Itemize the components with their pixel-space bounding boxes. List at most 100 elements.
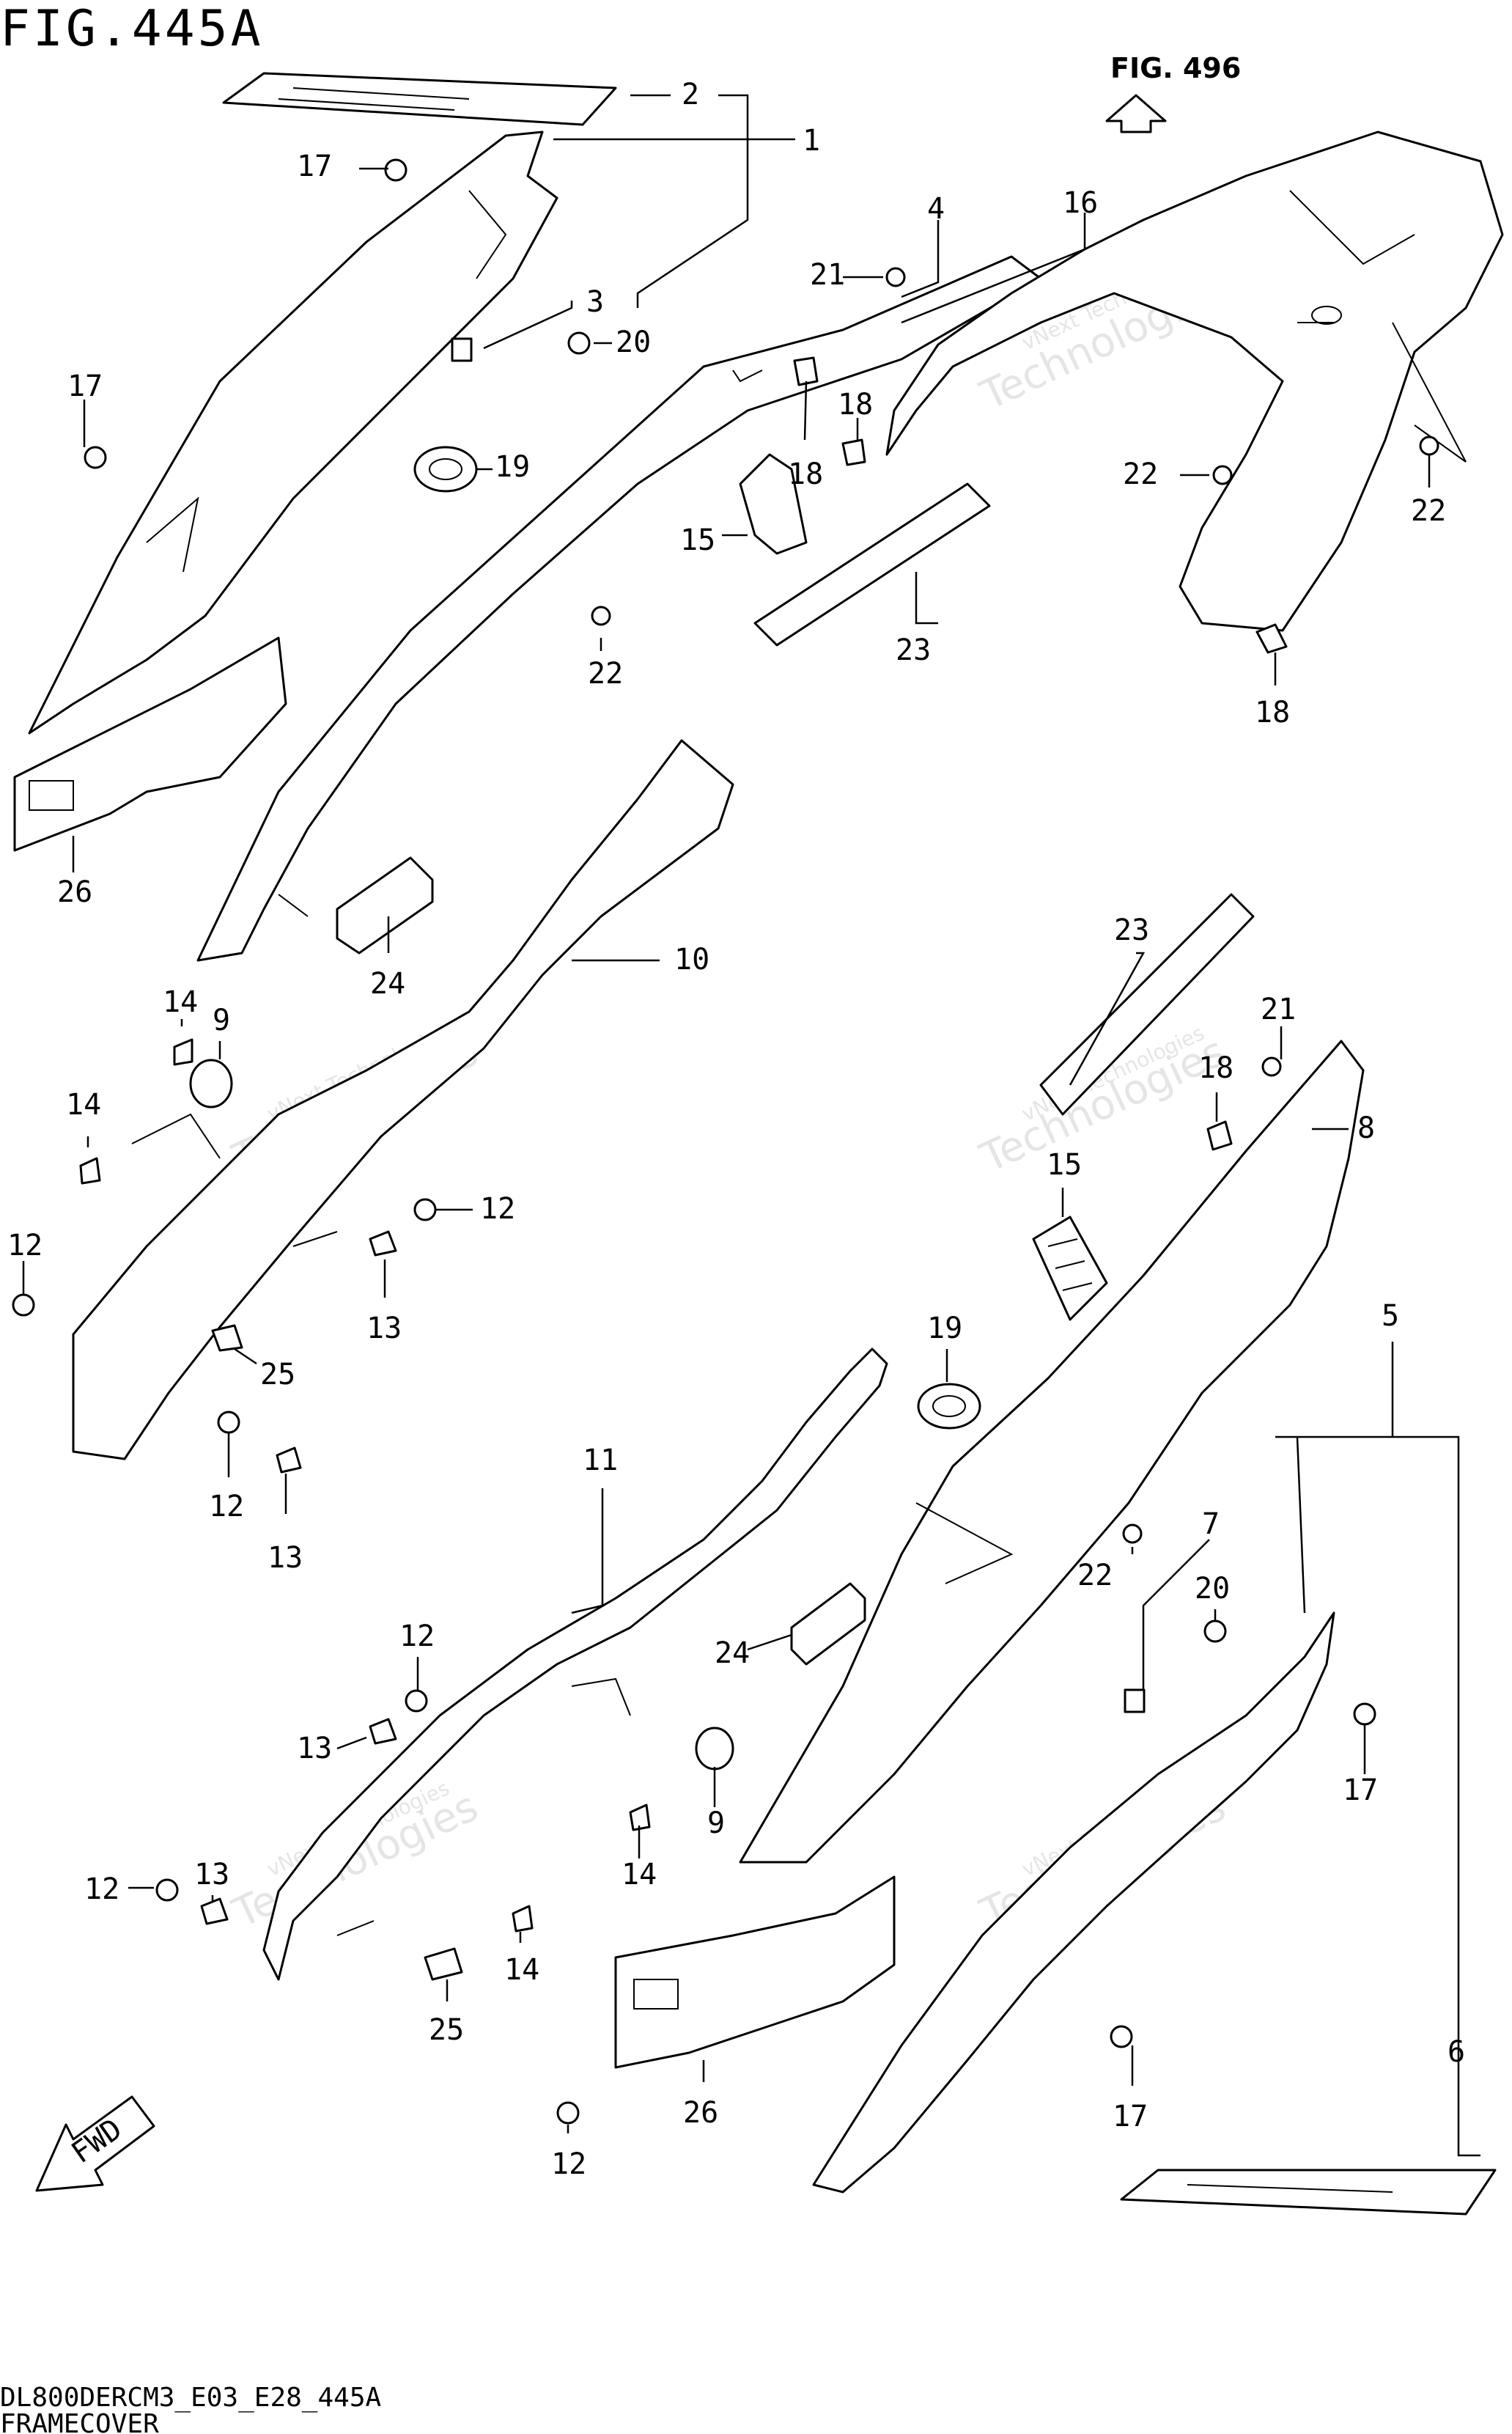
part-2-detail xyxy=(278,87,470,111)
nut-20-icon xyxy=(1203,1619,1227,1643)
reference-figure-label: FIG. 496 xyxy=(1110,52,1241,84)
screw-12-icon xyxy=(556,2101,580,2125)
callout-22[interactable]: 22 xyxy=(1411,494,1446,528)
screw-22-icon xyxy=(1122,1523,1143,1544)
fasteners xyxy=(12,158,1439,2125)
callout-14[interactable]: 14 xyxy=(66,1088,101,1122)
part-10-frame-cover xyxy=(72,739,734,1460)
callout-21[interactable]: 21 xyxy=(810,258,845,292)
callout-9[interactable]: 9 xyxy=(707,1806,725,1840)
callout-17[interactable]: 17 xyxy=(1343,1773,1378,1807)
tab-7-icon xyxy=(1124,1688,1146,1713)
part-11-frame-cover-lower xyxy=(262,1347,888,1981)
part-16-detail xyxy=(1289,190,1415,323)
callout-19[interactable]: 19 xyxy=(495,450,530,484)
part-4-upper-cover xyxy=(196,255,1042,962)
screw-17-icon xyxy=(1110,2025,1133,2048)
callout-11[interactable]: 11 xyxy=(583,1444,618,1477)
callout-12[interactable]: 12 xyxy=(209,1490,244,1523)
part-26-plate-upper xyxy=(13,636,287,852)
part-24-block-upper xyxy=(336,856,434,955)
part-24-block-lower xyxy=(790,1582,866,1666)
clip-18-icon xyxy=(1206,1120,1233,1151)
callout-23[interactable]: 23 xyxy=(896,633,931,667)
callout-25[interactable]: 25 xyxy=(260,1358,295,1391)
callout-13[interactable]: 13 xyxy=(366,1312,402,1345)
clip-18-icon xyxy=(1255,623,1288,654)
callout-13[interactable]: 13 xyxy=(297,1732,332,1765)
part-19-grommet-inner xyxy=(932,1395,966,1417)
callout-16[interactable]: 16 xyxy=(1063,186,1098,220)
part-10-detail xyxy=(131,1113,338,1247)
callout-6[interactable]: 6 xyxy=(1448,2035,1465,2069)
part-26-slot xyxy=(633,1979,679,2010)
callout-20[interactable]: 20 xyxy=(616,326,651,359)
callout-13[interactable]: 13 xyxy=(268,1541,303,1575)
callout-22[interactable]: 22 xyxy=(1123,457,1158,491)
callout-5[interactable]: 5 xyxy=(1382,1299,1399,1333)
callout-12[interactable]: 12 xyxy=(7,1229,43,1262)
callout-21[interactable]: 21 xyxy=(1261,993,1296,1026)
callout-22[interactable]: 22 xyxy=(588,657,623,691)
part-11-detail xyxy=(336,1677,631,1936)
screw-12-icon xyxy=(405,1689,428,1713)
callout-24[interactable]: 24 xyxy=(715,1636,750,1670)
callout-24[interactable]: 24 xyxy=(370,967,405,1001)
callout-17[interactable]: 17 xyxy=(67,369,103,403)
screw-17-icon xyxy=(1353,1702,1376,1726)
tab-25-icon xyxy=(211,1324,243,1352)
callout-15[interactable]: 15 xyxy=(680,523,715,557)
callout-14[interactable]: 14 xyxy=(622,1858,657,1891)
nut-14-icon xyxy=(512,1905,534,1933)
screw-17-icon xyxy=(84,446,107,469)
callout-10[interactable]: 10 xyxy=(674,943,709,977)
screw-12-icon xyxy=(413,1198,437,1221)
callout-23[interactable]: 23 xyxy=(1114,913,1149,947)
callout-17[interactable]: 17 xyxy=(1113,2100,1148,2133)
callout-12[interactable]: 12 xyxy=(480,1192,515,1226)
callout-14[interactable]: 14 xyxy=(163,985,198,1019)
callout-20[interactable]: 20 xyxy=(1195,1572,1230,1606)
up-arrow-icon xyxy=(1105,94,1167,133)
part-26-slot xyxy=(29,780,74,811)
callout-8[interactable]: 8 xyxy=(1357,1111,1375,1145)
reference-figure-link[interactable]: FIG. 496 xyxy=(1105,52,1241,133)
part-4-detail xyxy=(278,369,763,917)
callout-26[interactable]: 26 xyxy=(57,875,92,909)
callout-7[interactable]: 7 xyxy=(1202,1507,1220,1541)
callout-18[interactable]: 18 xyxy=(1198,1051,1233,1085)
part-16-hole xyxy=(1311,306,1342,325)
figure-name: FRAMECOVER xyxy=(0,2409,159,2434)
callout-18[interactable]: 18 xyxy=(838,388,873,422)
part-26-plate-lower xyxy=(614,1875,896,2069)
callout-15[interactable]: 15 xyxy=(1047,1148,1082,1182)
callout-13[interactable]: 13 xyxy=(194,1858,229,1891)
callout-9[interactable]: 9 xyxy=(213,1004,230,1037)
screw-21-icon xyxy=(1261,1056,1282,1077)
part-23-bar-lower xyxy=(1039,893,1255,1116)
clip-13-icon xyxy=(369,1718,397,1745)
nut-20-icon xyxy=(567,331,591,355)
callout-3[interactable]: 3 xyxy=(586,285,604,319)
part-9-grommet-upper xyxy=(189,1059,233,1108)
callout-18[interactable]: 18 xyxy=(788,457,823,491)
callout-25[interactable]: 25 xyxy=(429,2013,464,2047)
callout-22[interactable]: 22 xyxy=(1077,1559,1113,1592)
callout-12[interactable]: 12 xyxy=(399,1619,435,1653)
callout-2[interactable]: 2 xyxy=(682,78,699,111)
callout-12[interactable]: 12 xyxy=(84,1872,119,1906)
callout-19[interactable]: 19 xyxy=(927,1312,962,1345)
callout-17[interactable]: 17 xyxy=(297,150,332,183)
callout-14[interactable]: 14 xyxy=(504,1953,539,1987)
callout-12[interactable]: 12 xyxy=(551,2147,586,2181)
callout-26[interactable]: 26 xyxy=(683,2096,718,2130)
part-15-mesh xyxy=(1047,1238,1093,1291)
clip-13-icon xyxy=(369,1230,397,1257)
callout-18[interactable]: 18 xyxy=(1255,696,1290,729)
part-1-detail xyxy=(146,190,507,573)
clip-13-icon xyxy=(200,1897,229,1925)
part-15-plate-lower xyxy=(1032,1216,1108,1321)
callout-4[interactable]: 4 xyxy=(927,192,945,226)
callout-1[interactable]: 1 xyxy=(803,124,820,158)
